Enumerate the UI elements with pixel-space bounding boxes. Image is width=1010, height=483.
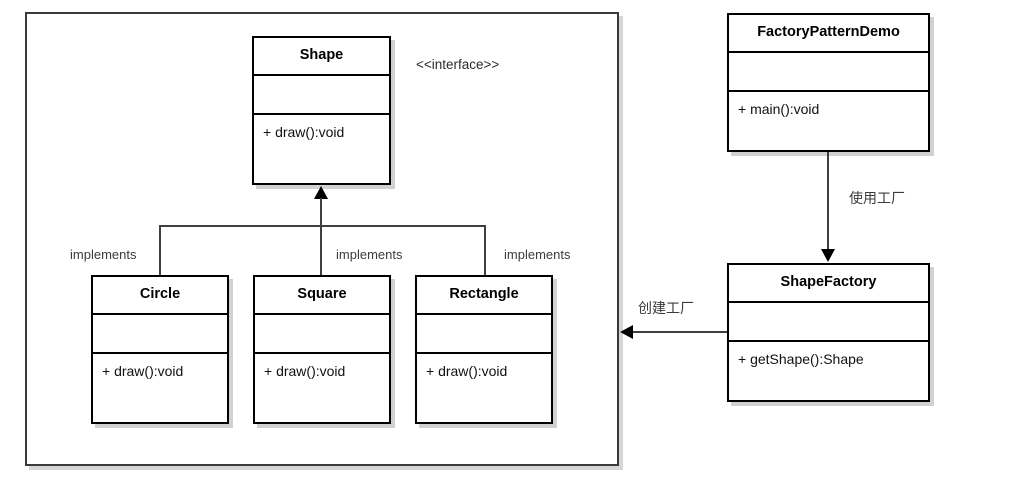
generalization-trunk — [320, 198, 322, 226]
edge-label-implements-rectangle: implements — [504, 247, 571, 262]
method-shape-draw: + draw():void — [263, 124, 345, 140]
dependency-arrowhead-creates-factory — [620, 325, 633, 339]
class-methods-rectangle: + draw():void — [417, 354, 551, 381]
dependency-arrowhead-uses-factory — [821, 249, 835, 262]
class-name-square: Square — [255, 277, 389, 315]
method-rectangle-draw: + draw():void — [426, 363, 508, 379]
class-box-rectangle[interactable]: Rectangle + draw():void — [415, 275, 553, 424]
generalization-leg-square — [320, 225, 322, 275]
method-square-draw: + draw():void — [264, 363, 346, 379]
edge-label-implements-circle: implements — [70, 247, 137, 262]
class-methods-shape: + draw():void — [254, 115, 389, 142]
class-attributes-shape-factory — [729, 303, 928, 342]
class-box-circle[interactable]: Circle + draw():void — [91, 275, 229, 424]
class-box-shape[interactable]: Shape + draw():void — [252, 36, 391, 185]
class-methods-square: + draw():void — [255, 354, 389, 381]
class-name-circle: Circle — [93, 277, 227, 315]
generalization-leg-circle — [159, 225, 161, 275]
class-methods-factory-pattern-demo: + main():void — [729, 92, 928, 119]
class-name-factory-pattern-demo: FactoryPatternDemo — [729, 15, 928, 53]
class-name-rectangle: Rectangle — [417, 277, 551, 315]
edge-label-uses-factory: 使用工厂 — [849, 190, 905, 206]
class-attributes-circle — [93, 315, 227, 354]
class-box-shape-factory[interactable]: ShapeFactory + getShape():Shape — [727, 263, 930, 402]
shape-package-frame — [25, 12, 619, 466]
class-attributes-square — [255, 315, 389, 354]
class-attributes-factory-pattern-demo — [729, 53, 928, 92]
method-shape-factory-get-shape: + getShape():Shape — [738, 351, 864, 367]
edge-label-implements-square: implements — [336, 247, 403, 262]
class-box-square[interactable]: Square + draw():void — [253, 275, 391, 424]
class-box-factory-pattern-demo[interactable]: FactoryPatternDemo + main():void — [727, 13, 930, 152]
dependency-line-creates-factory — [631, 331, 727, 333]
class-name-shape: Shape — [254, 38, 389, 76]
dependency-line-uses-factory — [827, 152, 829, 250]
class-attributes-rectangle — [417, 315, 551, 354]
method-factory-pattern-demo-main: + main():void — [738, 101, 820, 117]
stereotype-interface-label: <<interface>> — [416, 57, 500, 72]
edge-label-creates-factory: 创建工厂 — [638, 300, 694, 316]
generalization-arrowhead-shape — [314, 186, 328, 199]
class-attributes-shape — [254, 76, 389, 115]
generalization-bus — [159, 225, 486, 227]
class-methods-circle: + draw():void — [93, 354, 227, 381]
class-methods-shape-factory: + getShape():Shape — [729, 342, 928, 369]
generalization-leg-rectangle — [484, 225, 486, 275]
method-circle-draw: + draw():void — [102, 363, 184, 379]
class-name-shape-factory: ShapeFactory — [729, 265, 928, 303]
